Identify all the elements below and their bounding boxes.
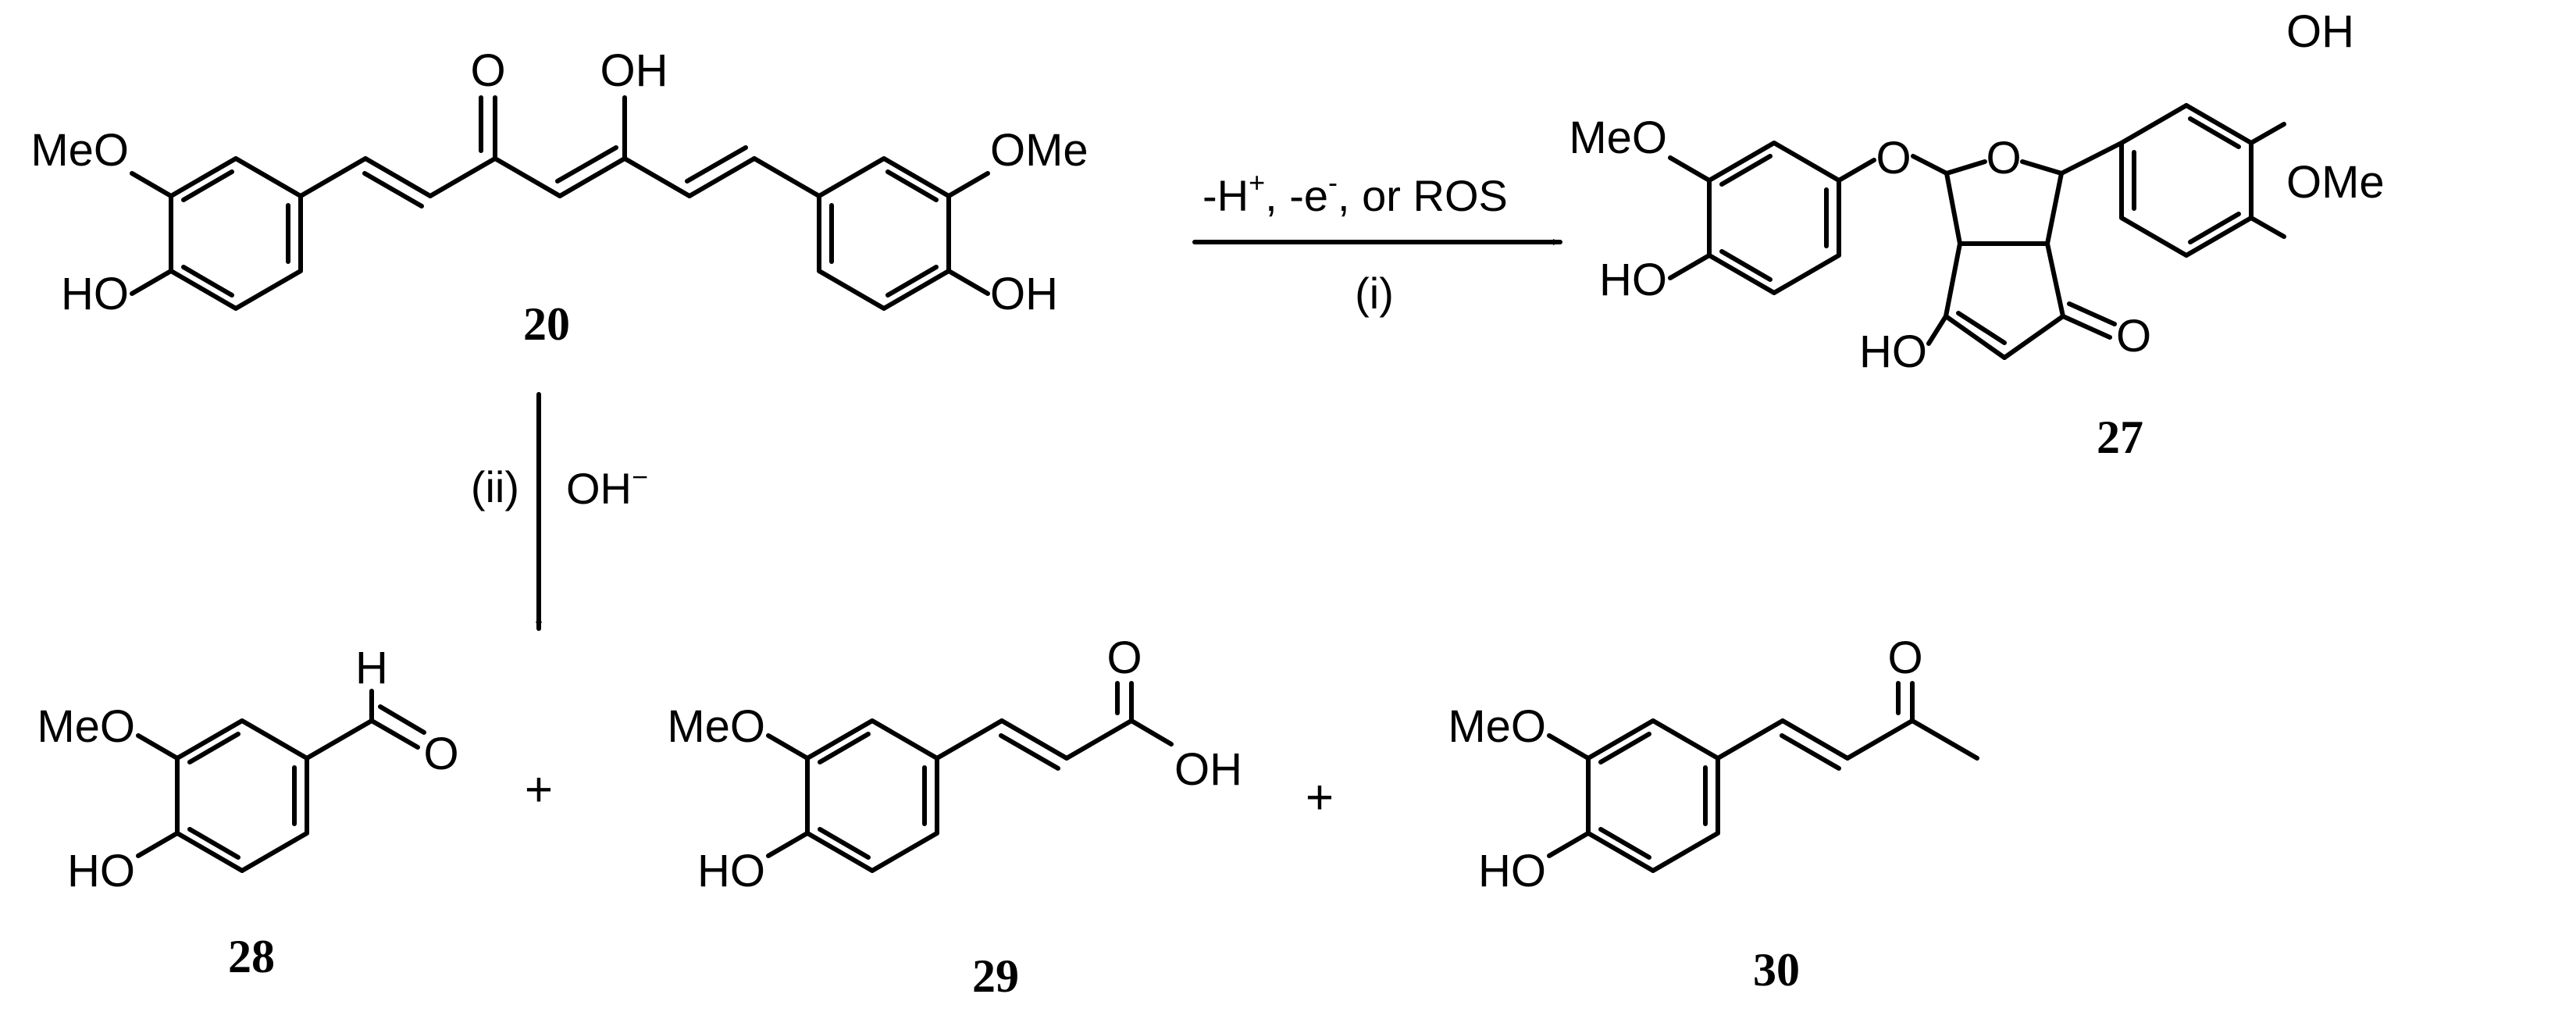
reaction-i-label: (i)	[1355, 269, 1394, 318]
compound-28-bonds	[136, 689, 426, 873]
compound-27: MeO HO O O OH OMe HO O 27	[1569, 6, 2384, 463]
compound-28-number: 28	[228, 931, 275, 982]
compound-29-number: 29	[972, 950, 1019, 1002]
compound-29: MeO HO O OH 29	[667, 632, 1242, 1002]
compound-20-bonds	[130, 95, 990, 311]
reaction-ii: (ii) OH−	[471, 392, 648, 631]
compound-30-bonds	[1547, 681, 1979, 873]
compound-20-hydroxy-right: OH	[990, 269, 1058, 319]
compound-30-ketone-o: O	[1887, 632, 1922, 683]
compound-28-aldehyde-h: H	[355, 643, 388, 693]
compound-27-phenol-hydroxy: OH	[2286, 6, 2354, 57]
reaction-i-reagents: -H+, -e-, or ROS	[1202, 166, 1508, 220]
compound-28-aldehyde-o: O	[423, 729, 458, 779]
compound-27-number: 27	[2097, 412, 2143, 463]
compound-30-number: 30	[1753, 944, 1800, 996]
compound-27-methoxy-left: MeO	[1569, 112, 1667, 163]
plus-sign-2: +	[1306, 771, 1334, 825]
compound-28: MeO HO H O 28	[37, 643, 458, 982]
compound-20-methoxy-left: MeO	[30, 125, 129, 176]
compound-27-enol-hydroxy: HO	[1859, 326, 1927, 377]
compound-20-number: 20	[523, 298, 570, 350]
compound-20-methoxy-right: OMe	[990, 125, 1088, 176]
compound-20: MeO HO O OH OMe OH 20	[30, 45, 1088, 350]
compound-27-ether-oxygen: O	[1876, 133, 1911, 184]
compound-29-methoxy: MeO	[667, 701, 765, 752]
reaction-ii-label: (ii)	[471, 462, 519, 511]
compound-29-bonds	[766, 681, 1174, 873]
compound-30: MeO HO O 30	[1448, 632, 1979, 996]
compound-29-carbonyl-o: O	[1106, 632, 1142, 683]
compound-30-methoxy: MeO	[1448, 701, 1546, 752]
compound-29-acid-oh: OH	[1174, 744, 1242, 795]
compound-20-keto-oxygen: O	[470, 45, 505, 96]
compound-20-enol-hydroxy: OH	[600, 45, 668, 96]
compound-27-hydroxy-left: HO	[1599, 255, 1667, 305]
compound-29-hydroxy: HO	[697, 846, 765, 896]
compound-27-methoxy-right: OMe	[2286, 157, 2385, 208]
compound-30-hydroxy: HO	[1478, 846, 1546, 896]
reaction-i: -H+, -e-, or ROS (i)	[1192, 166, 1562, 318]
compound-28-hydroxy: HO	[67, 846, 135, 896]
plus-sign-1: +	[525, 763, 553, 817]
compound-27-bonds	[1668, 103, 2286, 360]
compound-20-hydroxy-left: HO	[61, 269, 129, 319]
compound-28-methoxy: MeO	[37, 701, 135, 752]
compound-27-ring-oxygen: O	[1986, 133, 2021, 184]
compound-27-ketone-oxygen: O	[2116, 311, 2151, 362]
reaction-ii-reagent: OH−	[566, 461, 648, 513]
